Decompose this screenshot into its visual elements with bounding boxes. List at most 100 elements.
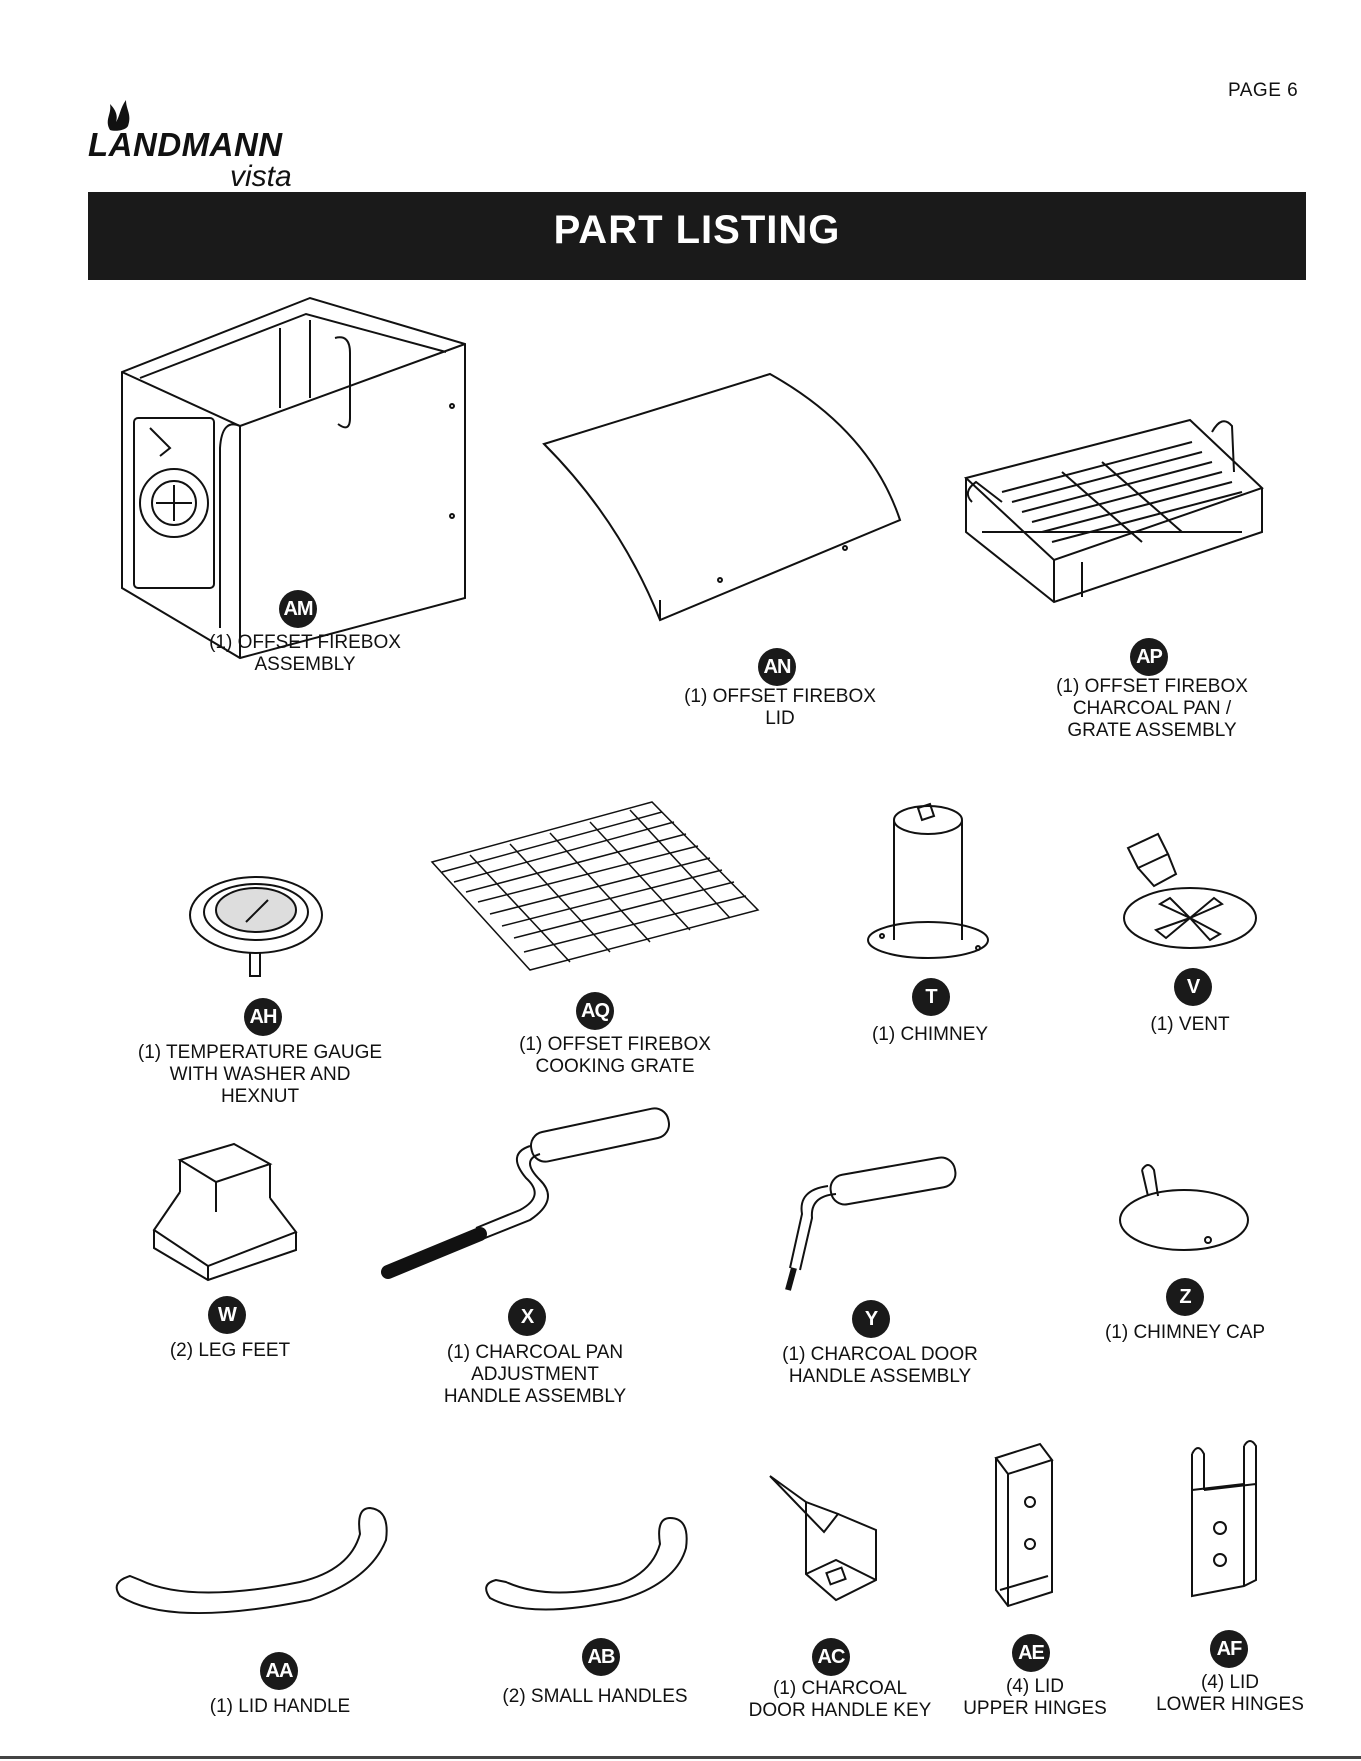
part-code-badge: AC [812, 1638, 850, 1676]
caption-line: (1) LID HANDLE [209, 1696, 351, 1717]
part-code-badge: X [508, 1298, 546, 1336]
part-code-badge: AP [1130, 638, 1168, 676]
part-caption: (1) OFFSET FIREBOX CHARCOAL PAN / GRATE … [1022, 676, 1282, 742]
caption-line: LOWER HINGES [1156, 1694, 1304, 1715]
flame-icon [107, 100, 130, 131]
caption-line: (1) TEMPERATURE GAUGE [137, 1042, 383, 1063]
caption-line: ASSEMBLY [254, 654, 356, 675]
part-ac: AC (1) CHARCOAL DOOR HANDLE KEY [740, 1470, 940, 1730]
brand-subline: vista [230, 160, 292, 193]
part-code-badge: AF [1210, 1630, 1248, 1668]
caption-line: HANDLE ASSEMBLY [443, 1386, 627, 1407]
part-ab: AB (2) SMALL HANDLES [470, 1510, 730, 1720]
part-caption: (2) LEG FEET [150, 1340, 310, 1362]
chimney-cap-drawing [1119, 1164, 1249, 1251]
part-caption: (1) TEMPERATURE GAUGE WITH WASHER AND HE… [130, 1042, 390, 1108]
part-caption: (1) CHARCOAL DOOR HANDLE KEY [740, 1678, 940, 1722]
leg-foot-drawing [152, 1142, 298, 1282]
part-ae: AE (4) LID UPPER HINGES [960, 1440, 1110, 1730]
part-caption: (1) OFFSET FIREBOX COOKING GRATE [500, 1034, 730, 1078]
part-caption: (1) CHARCOAL PAN ADJUSTMENT HANDLE ASSEM… [420, 1342, 650, 1408]
lid-handle-drawing [115, 1506, 388, 1615]
brand-name: LANDMANN [88, 126, 283, 163]
part-code-badge: Y [852, 1300, 890, 1338]
firebox-lid-drawing [542, 372, 902, 622]
caption-line: (1) OFFSET FIREBOX [209, 632, 401, 653]
part-y: Y (1) CHARCOAL DOOR HANDLE ASSEMBLY [760, 1150, 1000, 1390]
caption-line: DOOR HANDLE KEY [748, 1700, 932, 1721]
caption-line: (4) LID [1005, 1676, 1065, 1697]
part-v: V (1) VENT [1110, 830, 1270, 1050]
small-handle-drawing [485, 1516, 688, 1611]
caption-line: WITH WASHER AND [169, 1064, 351, 1085]
banner-title: PART LISTING [553, 207, 841, 252]
part-caption: (1) VENT [1130, 1014, 1250, 1036]
page-number: PAGE 6 [1228, 80, 1299, 101]
part-code-badge: V [1174, 968, 1212, 1006]
charcoal-pan-drawing [963, 418, 1264, 604]
part-caption: (4) LID UPPER HINGES [960, 1676, 1110, 1720]
part-caption: (1) OFFSET FIREBOX LID [660, 686, 900, 730]
part-t: T (1) CHIMNEY [840, 800, 1020, 1060]
part-caption: (1) LID HANDLE [170, 1696, 390, 1718]
firebox-assembly-drawing [121, 296, 466, 660]
page-bottom-edge [0, 1756, 1361, 1759]
caption-line: (2) LEG FEET [169, 1340, 291, 1361]
part-caption: (1) CHIMNEY CAP [1090, 1322, 1280, 1344]
part-w: W (2) LEG FEET [150, 1140, 310, 1362]
cooking-grate-drawing [430, 801, 760, 971]
caption-line: GRATE ASSEMBLY [1067, 720, 1237, 741]
part-caption: (4) LID LOWER HINGES [1150, 1672, 1310, 1716]
section-banner: PART LISTING [88, 192, 1306, 280]
part-code-badge: Z [1166, 1278, 1204, 1316]
vent-drawing [1123, 832, 1257, 949]
adjustment-handle-drawing [381, 1107, 670, 1279]
lower-hinge-drawing [1191, 1440, 1257, 1598]
part-caption: (1) OFFSET FIREBOX ASSEMBLY [190, 632, 420, 676]
caption-line: (1) CHIMNEY CAP [1104, 1322, 1266, 1343]
caption-line: HEXNUT [220, 1086, 300, 1107]
caption-line: (1) CHARCOAL [772, 1678, 908, 1699]
part-code-badge: AQ [576, 992, 614, 1030]
caption-line: (1) OFFSET FIREBOX [684, 686, 876, 707]
caption-line: CHARCOAL PAN / [1072, 698, 1232, 719]
part-an: AN (1) OFFSET FIREBOX LID [540, 370, 902, 740]
part-am: AM (1) OFFSET FIREBOX ASSEMBLY [110, 296, 490, 728]
caption-line: (1) CHARCOAL DOOR [782, 1344, 978, 1365]
part-code-badge: AH [244, 998, 282, 1036]
caption-line: (1) OFFSET FIREBOX [1056, 676, 1248, 697]
part-code-badge: AE [1012, 1634, 1050, 1672]
part-code-badge: AM [279, 590, 317, 628]
caption-line: ADJUSTMENT [471, 1364, 599, 1385]
caption-line: (1) CHIMNEY [871, 1024, 989, 1045]
part-caption: (2) SMALL HANDLES [480, 1686, 710, 1708]
caption-line: (1) CHARCOAL PAN [446, 1342, 624, 1363]
door-handle-drawing [785, 1156, 957, 1291]
caption-line: (2) SMALL HANDLES [502, 1686, 688, 1707]
part-aq: AQ (1) OFFSET FIREBOX COOKING GRATE [430, 800, 770, 1090]
part-code-badge: AA [260, 1652, 298, 1690]
part-code-badge: T [912, 978, 950, 1016]
landmann-logo: LANDMANN vista [88, 96, 328, 196]
part-ah: AH (1) TEMPERATURE GAUGE WITH WASHER AND… [130, 870, 400, 1110]
temperature-gauge-drawing [189, 876, 323, 977]
part-aa: AA (1) LID HANDLE [110, 1500, 430, 1720]
caption-line: UPPER HINGES [963, 1698, 1107, 1719]
caption-line: COOKING GRATE [535, 1056, 695, 1077]
part-code-badge: AB [582, 1638, 620, 1676]
chimney-drawing [867, 802, 989, 959]
upper-hinge-drawing [994, 1442, 1054, 1608]
caption-line: HANDLE ASSEMBLY [788, 1366, 972, 1387]
caption-line: LID [765, 708, 795, 729]
part-caption: (1) CHARCOAL DOOR HANDLE ASSEMBLY [760, 1344, 1000, 1388]
part-code-badge: AN [758, 648, 796, 686]
part-ap: AP (1) OFFSET FIREBOX CHARCOAL PAN / GRA… [962, 412, 1302, 752]
part-z: Z (1) CHIMNEY CAP [1090, 1160, 1280, 1360]
part-x: X (1) CHARCOAL PAN ADJUSTMENT HANDLE ASS… [380, 1107, 700, 1410]
handle-key-drawing [769, 1475, 877, 1602]
caption-line: (1) OFFSET FIREBOX [519, 1034, 711, 1055]
caption-line: (1) VENT [1150, 1014, 1230, 1035]
part-caption: (1) CHIMNEY [850, 1024, 1010, 1046]
caption-line: (4) LID [1200, 1672, 1260, 1693]
part-af: AF (4) LID LOWER HINGES [1150, 1440, 1310, 1730]
